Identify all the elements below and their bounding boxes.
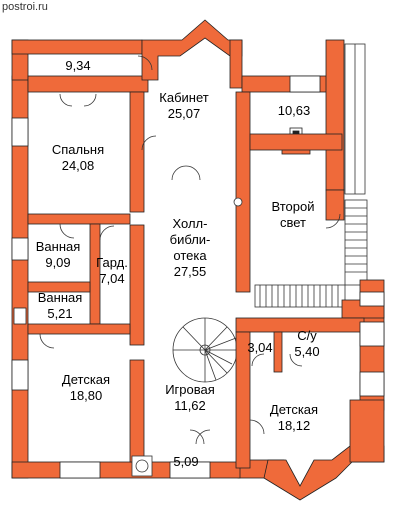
label-line: 5,40 bbox=[294, 344, 320, 359]
label-line: Гард. bbox=[96, 255, 128, 270]
label-line: 3,04 bbox=[247, 340, 273, 355]
column-marker bbox=[233, 197, 243, 207]
label-detskaya-2: Детская 18,12 bbox=[256, 402, 332, 434]
label-spalnya: Спальня 24,08 bbox=[40, 142, 116, 174]
label-terrace-top: 9,34 bbox=[58, 58, 98, 74]
label-line: Ванная bbox=[37, 290, 83, 305]
label-line: 9,34 bbox=[65, 58, 91, 73]
label-line: Кабинет bbox=[159, 90, 209, 105]
label-line: 27,55 bbox=[173, 264, 207, 279]
label-line: 9,09 bbox=[45, 255, 71, 270]
plant bbox=[135, 459, 149, 473]
label-vannaya-1: Ванная 9,09 bbox=[30, 239, 86, 271]
label-su: С/у 5,40 bbox=[284, 328, 330, 360]
label-room-1063: 10,63 bbox=[272, 103, 316, 119]
label-line: 11,62 bbox=[174, 398, 206, 413]
label-line: Игровая bbox=[165, 382, 215, 397]
floor-area bbox=[12, 40, 384, 480]
label-room-304: 3,04 bbox=[244, 340, 276, 356]
label-holl: Холл- библи- отека 27,55 bbox=[160, 216, 220, 280]
label-line: Детская bbox=[61, 372, 111, 387]
label-line: 18,12 bbox=[277, 418, 311, 433]
label-line: отека bbox=[173, 248, 207, 263]
site-watermark: postroi.ru bbox=[2, 1, 48, 13]
main-stairs bbox=[254, 199, 368, 308]
label-line: 25,07 bbox=[167, 106, 201, 121]
label-kabinet: Кабинет 25,07 bbox=[148, 90, 220, 122]
label-balcony-bottom: 5,09 bbox=[166, 454, 206, 470]
label-line: 10,63 bbox=[277, 103, 311, 118]
label-detskaya-1: Детская 18,80 bbox=[48, 372, 124, 404]
label-line: библи- bbox=[169, 232, 211, 247]
label-line: Второй bbox=[271, 199, 315, 214]
spiral-stair bbox=[172, 317, 238, 383]
label-line: 24,08 bbox=[61, 158, 95, 173]
label-vannaya-2: Ванная 5,21 bbox=[32, 290, 88, 322]
label-line: Детская bbox=[269, 402, 319, 417]
windows bbox=[11, 75, 385, 479]
label-gard: Гард. 7,04 bbox=[94, 255, 130, 287]
label-line: свет bbox=[279, 215, 306, 230]
label-line: 18,80 bbox=[69, 388, 103, 403]
label-igrovaya: Игровая 11,62 bbox=[150, 382, 230, 414]
label-vtoroy-svet: Второй свет bbox=[258, 199, 328, 231]
label-line: 5,09 bbox=[173, 454, 199, 469]
door-swings bbox=[39, 55, 341, 445]
label-line: С/у bbox=[297, 328, 317, 343]
right-stair-strip bbox=[344, 43, 366, 195]
plant-box bbox=[131, 455, 153, 477]
label-line: Холл- bbox=[172, 216, 208, 231]
label-line: Ванная bbox=[35, 239, 81, 254]
label-line: 5,21 bbox=[47, 306, 73, 321]
label-line: Спальня bbox=[51, 142, 105, 157]
label-line: 7,04 bbox=[99, 271, 125, 286]
